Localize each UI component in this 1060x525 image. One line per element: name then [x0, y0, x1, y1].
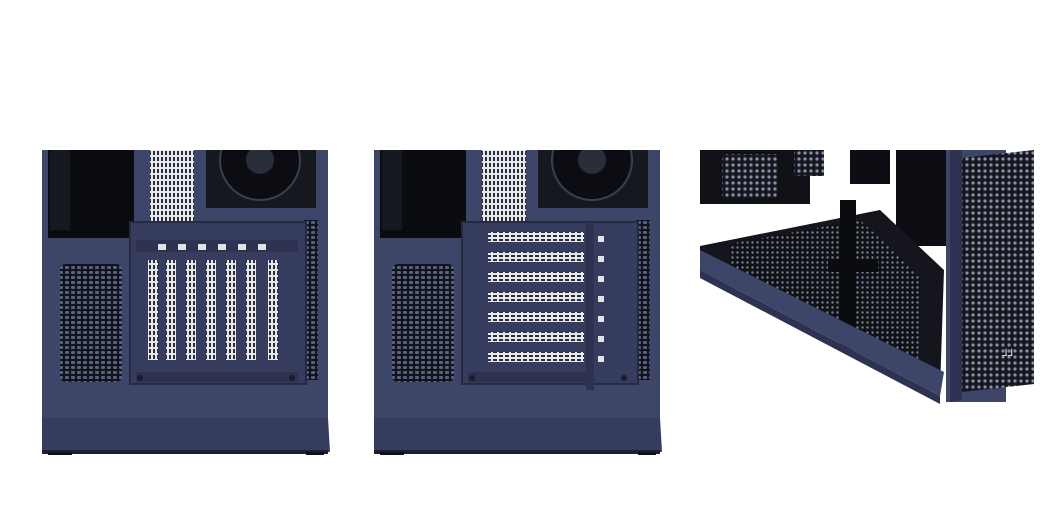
brand-logo: ⅃⅃ — [1002, 348, 1013, 359]
product-photo-vertical-slots — [40, 150, 332, 456]
product-photo-interior-angle: ⅃⅃ — [700, 150, 1036, 404]
product-photo-horizontal-slots — [372, 150, 664, 456]
